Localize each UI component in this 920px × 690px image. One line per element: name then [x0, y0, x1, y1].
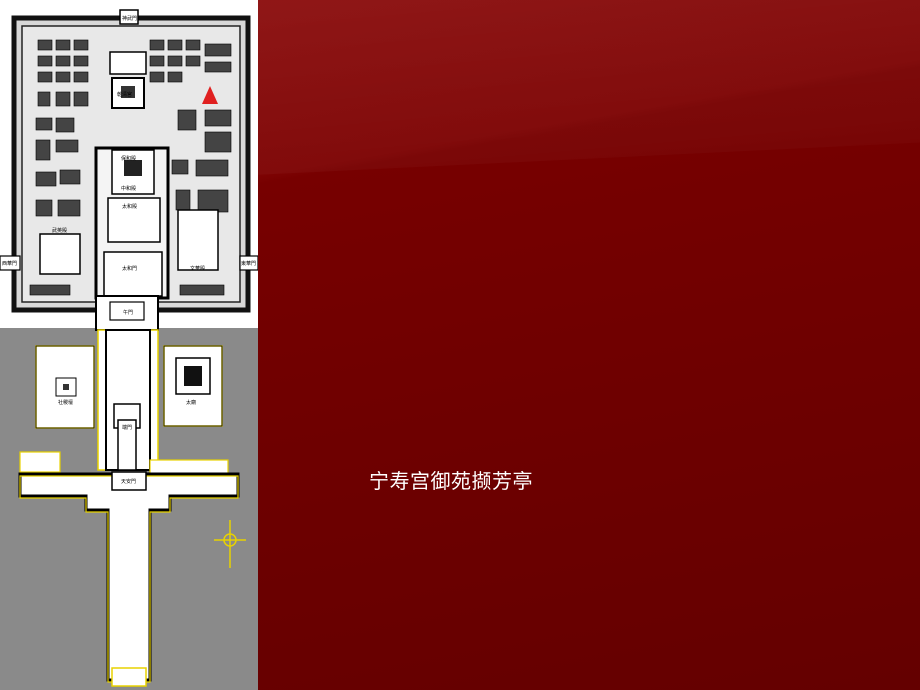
background-highlight [258, 0, 920, 175]
label-hall-taihe: 太和殿 [122, 203, 137, 210]
label-tiananmen: 天安門 [121, 478, 136, 485]
north-gate-tower [119, 9, 139, 25]
label-east-gate: 東華門 [241, 260, 256, 267]
slide-caption: 宁寿宫御苑撷芳亭 [369, 469, 533, 493]
location-marker [202, 86, 218, 104]
label-meridian-gate: 午門 [123, 309, 133, 316]
label-wenhua: 文華殿 [190, 265, 205, 272]
label-west-gate: 西華門 [2, 260, 17, 267]
central-palaces [39, 51, 219, 300]
compass-rose [214, 520, 246, 568]
west-gate-tower [0, 255, 21, 271]
tiananmen-square [18, 451, 240, 687]
forbidden-city-map: 神武門 乾清宮 保和殿 中和殿 太和殿 太和門 武英殿 文華殿 西華門 東華門 … [0, 0, 258, 690]
label-hall-zhonghe: 中和殿 [121, 185, 136, 192]
label-hall-baohe: 保和殿 [121, 155, 136, 162]
meridian-gate [95, 295, 159, 331]
label-taihe-gate: 太和門 [122, 265, 137, 272]
label-palace: 乾清宮 [117, 91, 132, 98]
south-avenue [97, 329, 159, 471]
label-wuying: 武英殿 [52, 227, 67, 234]
label-temple: 太廟 [186, 399, 196, 406]
label-altar: 社稷壇 [58, 399, 73, 406]
altar-compound [35, 345, 95, 429]
label-duan-gate: 端門 [122, 424, 132, 431]
label-north-gate: 神武門 [122, 15, 137, 22]
east-gate-tower [239, 255, 258, 271]
temple-compound [163, 345, 223, 427]
building-grid-north [29, 39, 232, 296]
